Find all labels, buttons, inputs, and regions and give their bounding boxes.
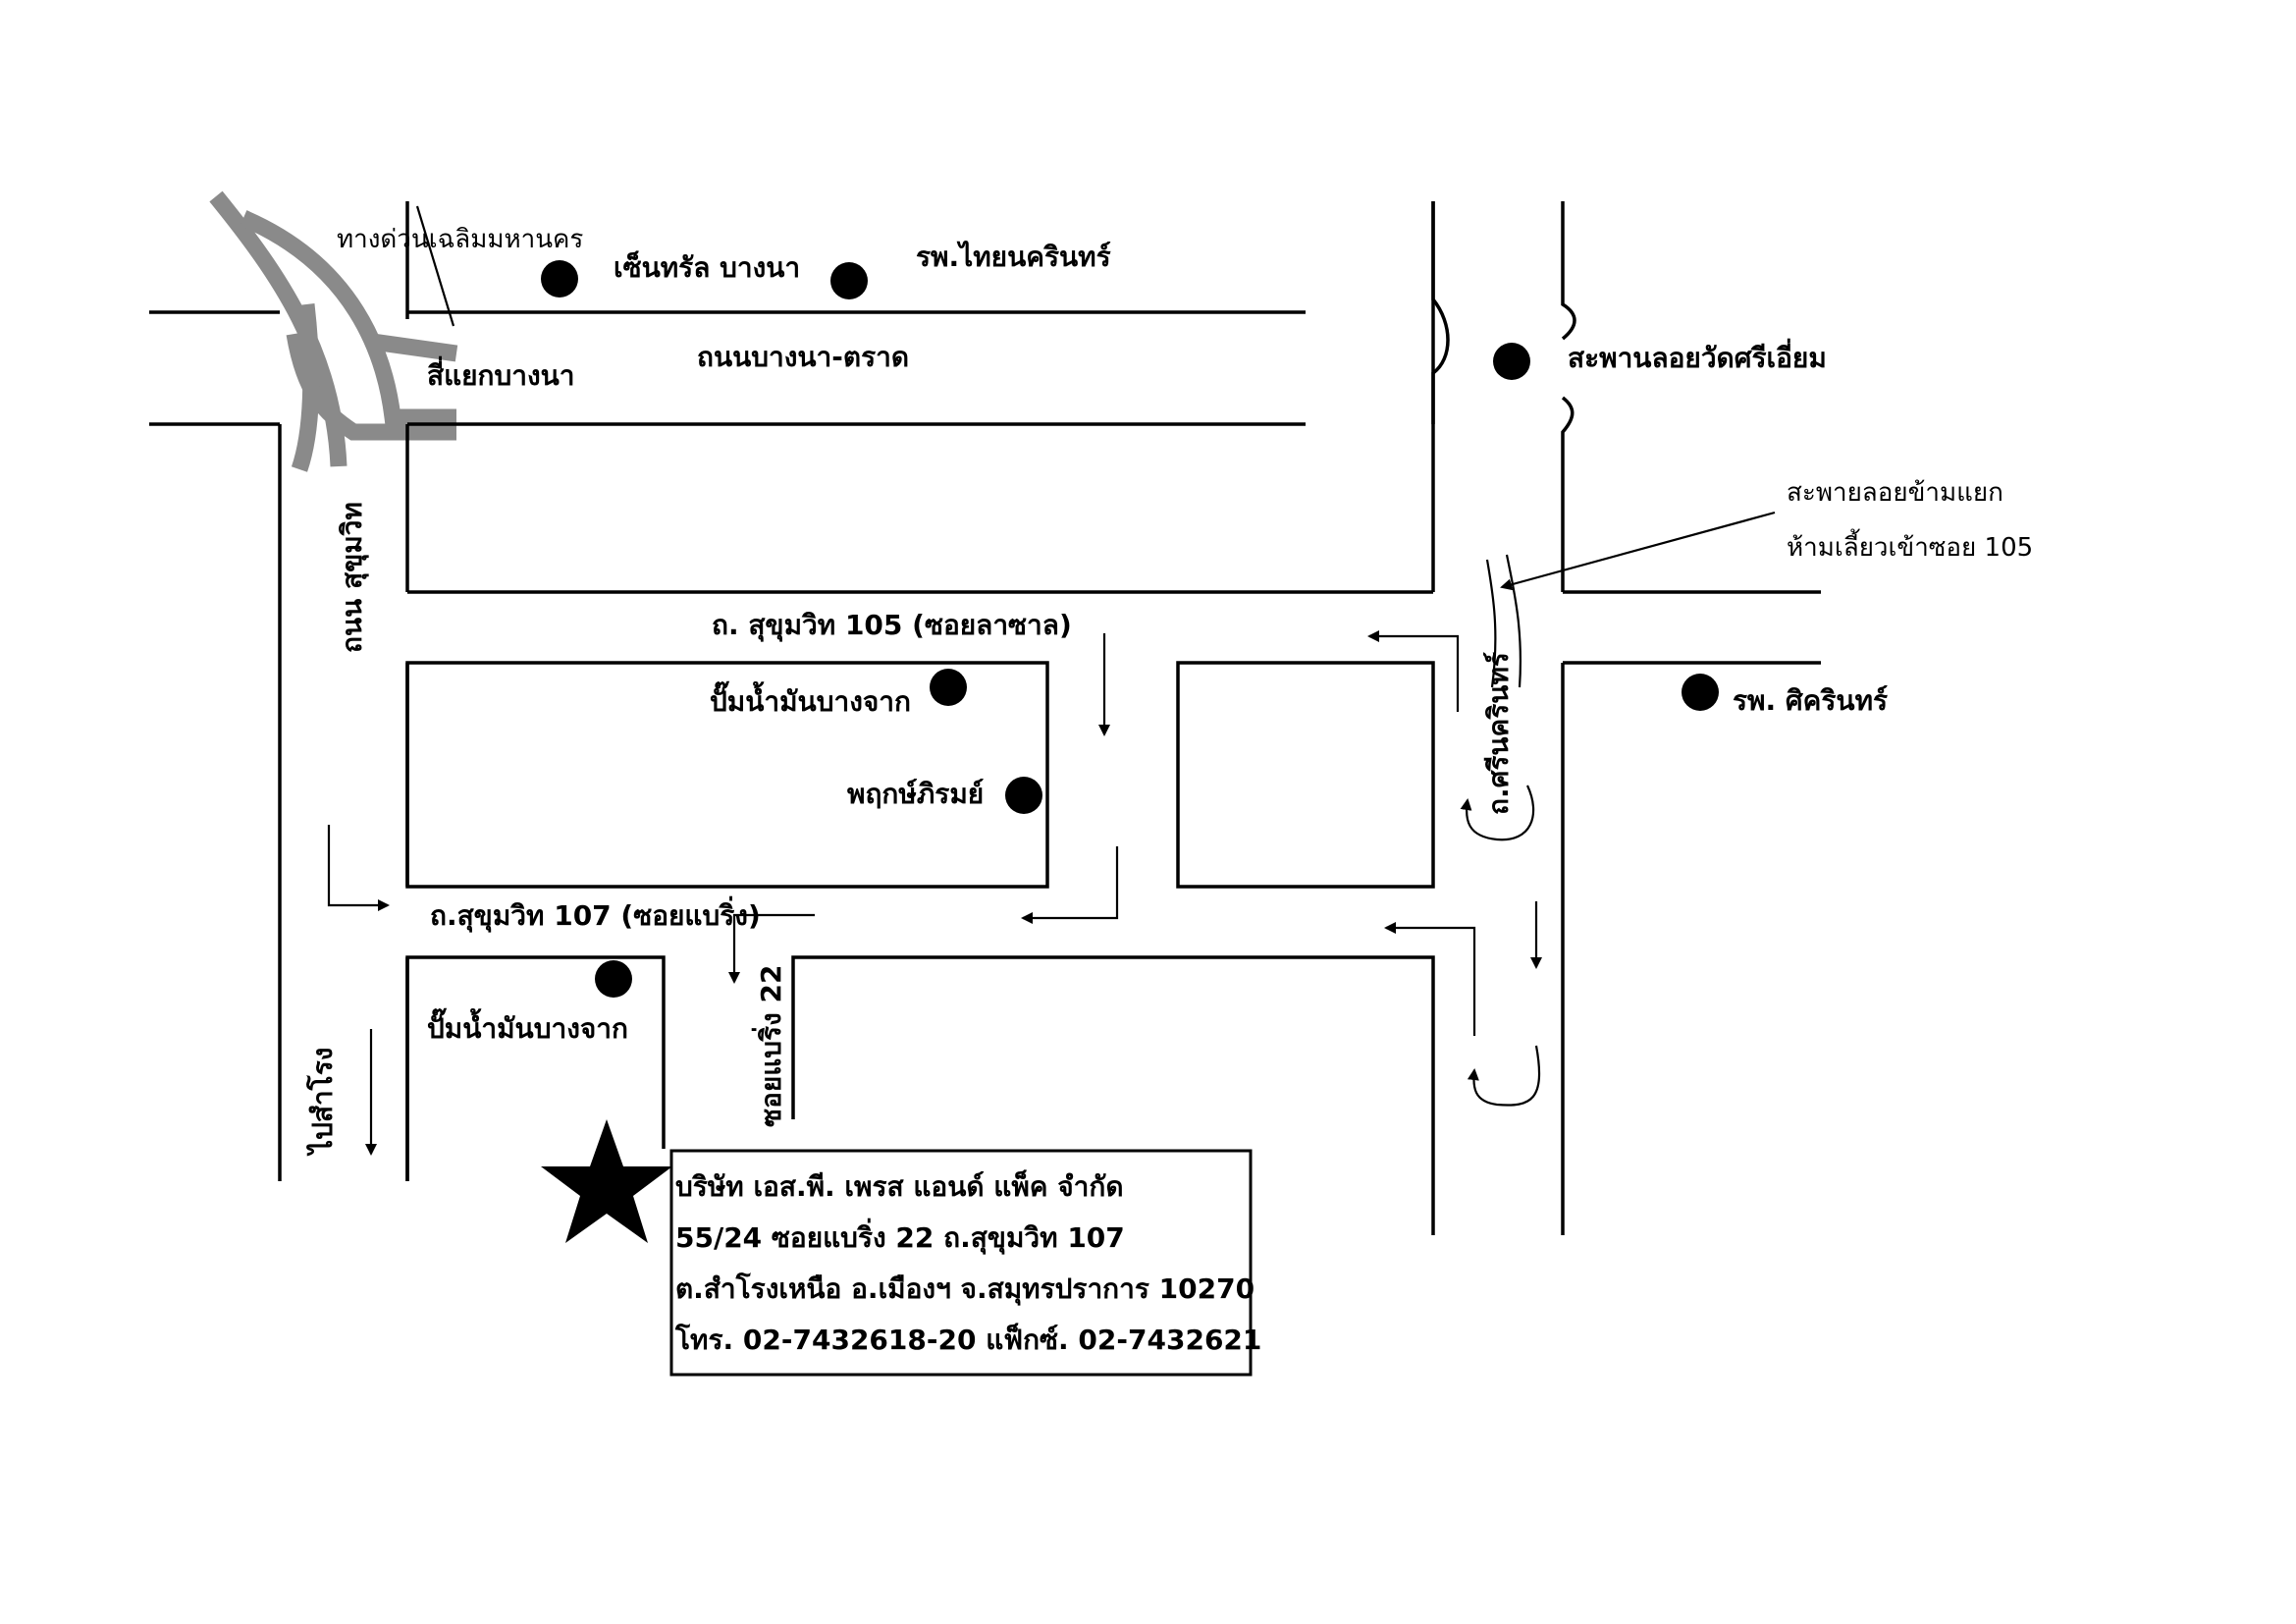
flyover-pointer <box>1500 511 1776 591</box>
company-address-2: ต.สำโรงเหนือ อ.เมืองฯ จ.สมุทรปราการ 1027… <box>675 1272 1255 1306</box>
company-name: บริษัท เอส.พี. เพรส แอนด์ แพ็ค จำกัด <box>675 1169 1124 1203</box>
bangna-trad-road <box>149 310 1306 426</box>
landmark-dot-central <box>541 260 578 298</box>
landmark-dot-thainakarin <box>830 262 868 299</box>
label-thainakarin-hospital: รพ.ไทยนครินทร์ <box>916 241 1111 273</box>
label-expressway: ทางด่วนเฉลิมมหานคร <box>337 225 583 254</box>
block-gas-station-south <box>405 955 666 1181</box>
landmark-dot-gas-station-1 <box>930 669 967 706</box>
label-soi-bearing-22: ซอยแบริ่ง 22 <box>751 965 787 1127</box>
flyover-curves <box>1485 554 1522 688</box>
landmark-dot-gas-station-2 <box>595 960 632 998</box>
label-bangna-intersection: สี่แยกบางนา <box>427 355 575 392</box>
label-gas-station-2: ปั๊มน้ำมันบางจาก <box>427 1007 628 1045</box>
destination-star-icon <box>541 1119 672 1243</box>
label-soi-105: ถ. สุขุมวิท 105 (ซอยลาซาล) <box>712 609 1072 642</box>
label-flyover-note-2: ห้ามเลี้ยวเข้าซอย 105 <box>1787 528 2033 563</box>
label-to-samrong: ไปสำโรง <box>305 1048 339 1157</box>
direction-arrows <box>327 630 1542 1156</box>
expressway-overpass <box>209 190 458 472</box>
label-srinakarin-road: ถ.ศรีนครินทร์ <box>1482 652 1515 815</box>
label-bangna-trad-road: ถนนบางนา-ตราด <box>697 341 909 373</box>
expressway-leader <box>415 205 455 327</box>
block-west <box>405 661 1049 889</box>
company-address-1: 55/24 ซอยแบริ่ง 22 ถ.สุขุมวิท 107 <box>675 1218 1125 1255</box>
label-sikarin-hospital: รพ. ศิครินทร์ <box>1733 684 1888 717</box>
label-wat-sri-iam-bridge: สะพานลอยวัดศรีเอี่ยม <box>1568 338 1827 374</box>
label-central-bangna: เซ็นทรัล บางนา <box>614 250 800 284</box>
company-info-box <box>669 1149 1253 1377</box>
label-pruksa-rom: พฤกษ์ภิรมย์ <box>847 778 984 810</box>
block-east <box>1176 661 1435 889</box>
landmark-dot-sikarin <box>1682 674 1719 711</box>
label-gas-station-1: ปั๊มน้ำมันบางจาก <box>710 680 911 718</box>
label-flyover-note-1: สะพายลอยข้ามแยก <box>1787 478 2003 508</box>
label-soi-107: ถ.สุขุมวิท 107 (ซอยแบริ่ง) <box>430 895 761 933</box>
company-phone: โทร. 02-7432618-20 แฟ็กซ์. 02-7432621 <box>674 1323 1261 1356</box>
srinakarin-road <box>1431 201 1821 1235</box>
landmark-dot-wat-sri-iam <box>1493 343 1530 380</box>
landmark-dot-pruksa-rom <box>1005 777 1042 814</box>
block-southeast <box>791 955 1435 1235</box>
label-sukhumvit-road: ถนน สุขุมวิท <box>336 502 369 653</box>
